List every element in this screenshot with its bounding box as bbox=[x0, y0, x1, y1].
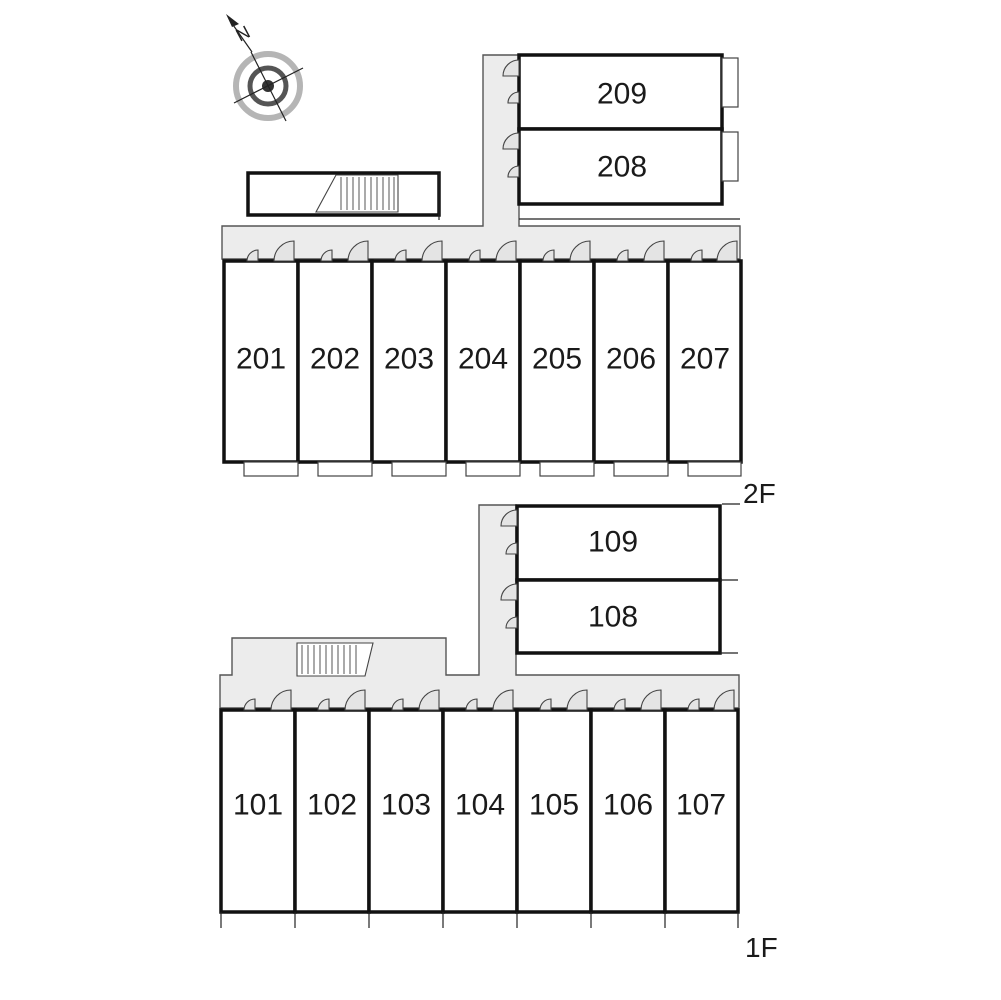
door-209-b[interactable] bbox=[507, 91, 520, 104]
door-109-a[interactable] bbox=[500, 509, 518, 527]
floor-1f: 109 108 bbox=[219, 504, 778, 963]
room-labels-1f: 101 102 103 104 105 106 107 bbox=[233, 789, 726, 822]
balcony-209 bbox=[721, 57, 739, 108]
room-103[interactable] bbox=[367, 708, 445, 914]
compass-north-arrow-shaft bbox=[230, 21, 253, 53]
doors-2f[interactable] bbox=[246, 240, 738, 262]
room-102[interactable] bbox=[293, 708, 371, 914]
rooms-row-1f bbox=[219, 708, 740, 914]
door-108-a[interactable] bbox=[500, 583, 518, 601]
staircase-1f bbox=[296, 642, 374, 677]
balcony-208 bbox=[721, 131, 739, 182]
room-105[interactable] bbox=[515, 708, 593, 914]
floor-label-2f: 2F bbox=[743, 478, 776, 509]
compass-axis-ew bbox=[233, 67, 304, 104]
room-label-103: 103 bbox=[381, 789, 431, 822]
room-205[interactable] bbox=[518, 259, 596, 464]
room-label-205: 205 bbox=[532, 343, 582, 376]
staircase-treads-1f bbox=[301, 645, 357, 674]
room-label-208: 208 bbox=[597, 151, 647, 184]
room-label-207: 207 bbox=[680, 343, 730, 376]
door-109-b[interactable] bbox=[505, 542, 518, 555]
room-101[interactable] bbox=[219, 708, 297, 914]
room-label-206: 206 bbox=[606, 343, 656, 376]
room-label-105: 105 bbox=[529, 789, 579, 822]
room-label-201: 201 bbox=[236, 343, 286, 376]
rooms-row-2f bbox=[222, 259, 743, 464]
compass-axis-ns bbox=[250, 51, 287, 122]
room-label-101: 101 bbox=[233, 789, 283, 822]
room-label-202: 202 bbox=[310, 343, 360, 376]
door-208-a[interactable] bbox=[502, 132, 520, 150]
compass: N bbox=[226, 14, 304, 122]
room-label-102: 102 bbox=[307, 789, 357, 822]
room-203[interactable] bbox=[370, 259, 448, 464]
room-201[interactable] bbox=[222, 259, 300, 464]
room-109[interactable] bbox=[515, 504, 722, 582]
floor-label-1f: 1F bbox=[745, 932, 778, 963]
doors-1f[interactable] bbox=[243, 689, 735, 711]
room-label-203: 203 bbox=[384, 343, 434, 376]
room-107[interactable] bbox=[663, 708, 740, 914]
room-207[interactable] bbox=[666, 259, 743, 464]
door-108-b[interactable] bbox=[505, 616, 518, 629]
room-labels-2f: 201 202 203 204 205 206 207 bbox=[236, 343, 730, 376]
compass-inner-ring bbox=[247, 65, 289, 107]
room-label-209: 209 bbox=[597, 78, 647, 111]
room-108[interactable] bbox=[515, 578, 722, 655]
compass-north-arrow-icon bbox=[226, 14, 239, 27]
room-label-106: 106 bbox=[603, 789, 653, 822]
room-204[interactable] bbox=[444, 259, 522, 464]
staircase-treads-2f bbox=[340, 177, 395, 210]
compass-outer-ring bbox=[233, 51, 303, 121]
room-label-109: 109 bbox=[588, 526, 638, 559]
room-label-107: 107 bbox=[676, 789, 726, 822]
room-label-104: 104 bbox=[455, 789, 505, 822]
compass-north-letter: N bbox=[232, 22, 253, 46]
room-label-108: 108 bbox=[588, 601, 638, 634]
balconies-2f bbox=[243, 461, 742, 477]
door-208-b[interactable] bbox=[507, 165, 520, 178]
window-ticks-1f bbox=[220, 912, 739, 928]
floor-2f: 209 208 bbox=[221, 53, 776, 509]
door-209-a[interactable] bbox=[502, 59, 520, 77]
room-label-204: 204 bbox=[458, 343, 508, 376]
